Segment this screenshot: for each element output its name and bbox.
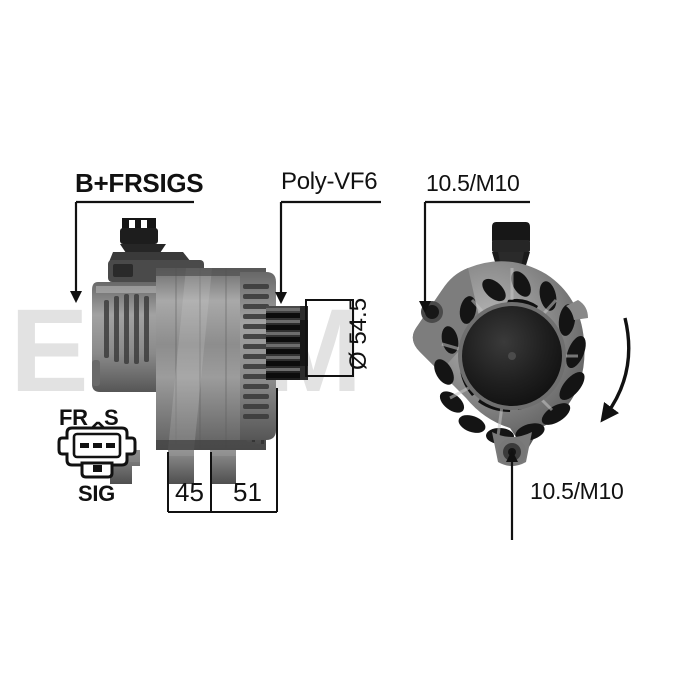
connector-pin-fr-label: FR [59, 405, 88, 430]
alternator-rear-view [412, 222, 588, 466]
length-a-dimension-label: 45 [175, 477, 204, 507]
watermark-text: ESSM [10, 285, 369, 417]
pulley-callout-label: Poly-VF6 [281, 168, 378, 195]
connector-pin-s-label: S [104, 405, 119, 430]
diameter-dimension-label: Ø 54.5 [345, 297, 372, 370]
mount-bottom-callout-label: 10.5/M10 [530, 478, 624, 504]
terminals-callout-label: B+FRSIGS [75, 168, 204, 198]
rotation-arrow [600, 317, 631, 423]
connector-sig-label: SIG [78, 481, 115, 506]
pulley-leader [274, 200, 381, 305]
length-b-dimension-label: 51 [233, 477, 262, 507]
mount-top-leader [418, 200, 530, 314]
mount-top-callout-label: 10.5/M10 [426, 170, 520, 196]
terminals-leader [69, 200, 194, 304]
